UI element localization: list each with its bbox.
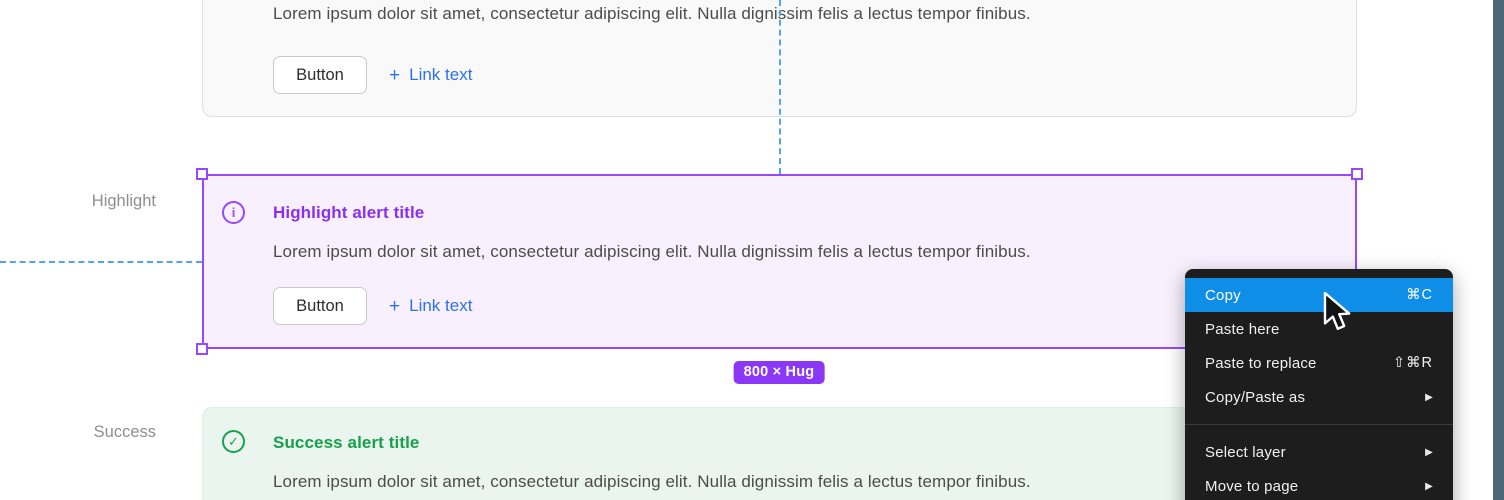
selection-handle-bottom-left[interactable] xyxy=(196,343,208,355)
right-edge-panel-strip xyxy=(1493,0,1504,500)
selection-handle-top-left[interactable] xyxy=(196,168,208,180)
plus-icon: + xyxy=(389,64,401,86)
selection-size-badge: 800 × Hug xyxy=(733,361,825,384)
info-icon: i xyxy=(222,201,245,224)
menu-item-label: Move to page xyxy=(1205,477,1299,495)
highlight-alert-card[interactable] xyxy=(202,174,1357,349)
menu-item-label: Copy xyxy=(1205,286,1241,304)
selection-handle-top-right[interactable] xyxy=(1351,168,1363,180)
link-label: Link text xyxy=(409,65,473,84)
submenu-arrow-icon: ▶ xyxy=(1425,446,1433,458)
menu-item-label: Paste to replace xyxy=(1205,354,1317,372)
highlight-section-label: Highlight xyxy=(91,192,156,210)
info-alert-button[interactable]: Button xyxy=(273,56,367,94)
menu-item-copy-paste-as[interactable]: Copy/Paste as ▶ xyxy=(1185,380,1453,414)
horizontal-alignment-guide xyxy=(0,261,202,263)
plus-icon: + xyxy=(389,295,401,317)
menu-separator xyxy=(1185,424,1453,425)
menu-item-label: Select layer xyxy=(1205,443,1286,461)
menu-item-move-to-page[interactable]: Move to page ▶ xyxy=(1185,469,1453,500)
highlight-alert-title: Highlight alert title xyxy=(273,203,425,222)
menu-item-paste-to-replace[interactable]: Paste to replace ⇧⌘R xyxy=(1185,346,1453,380)
check-icon: ✓ xyxy=(222,430,245,453)
success-alert-body: Lorem ipsum dolor sit amet, consectetur … xyxy=(273,472,1031,491)
info-alert-link[interactable]: + Link text xyxy=(389,65,472,85)
menu-item-copy[interactable]: Copy ⌘C xyxy=(1185,278,1453,312)
vertical-alignment-guide xyxy=(779,0,781,174)
menu-item-label: Copy/Paste as xyxy=(1205,388,1306,406)
menu-item-select-layer[interactable]: Select layer ▶ xyxy=(1185,435,1453,469)
success-section-label: Success xyxy=(93,423,156,441)
submenu-arrow-icon: ▶ xyxy=(1425,391,1433,403)
info-alert-body: Lorem ipsum dolor sit amet, consectetur … xyxy=(273,4,1031,23)
menu-item-shortcut: ⌘C xyxy=(1406,287,1433,303)
success-alert-card[interactable] xyxy=(202,407,1357,500)
highlight-alert-body: Lorem ipsum dolor sit amet, consectetur … xyxy=(273,242,1031,261)
link-label: Link text xyxy=(409,296,473,315)
success-alert-title: Success alert title xyxy=(273,433,420,452)
highlight-alert-button[interactable]: Button xyxy=(273,287,367,325)
context-menu: Copy ⌘C Paste here Paste to replace ⇧⌘R … xyxy=(1185,269,1453,500)
menu-item-label: Paste here xyxy=(1205,320,1280,338)
menu-item-shortcut: ⇧⌘R xyxy=(1392,355,1433,371)
menu-item-paste-here[interactable]: Paste here xyxy=(1185,312,1453,346)
submenu-arrow-icon: ▶ xyxy=(1425,480,1433,492)
highlight-alert-link[interactable]: + Link text xyxy=(389,296,472,316)
